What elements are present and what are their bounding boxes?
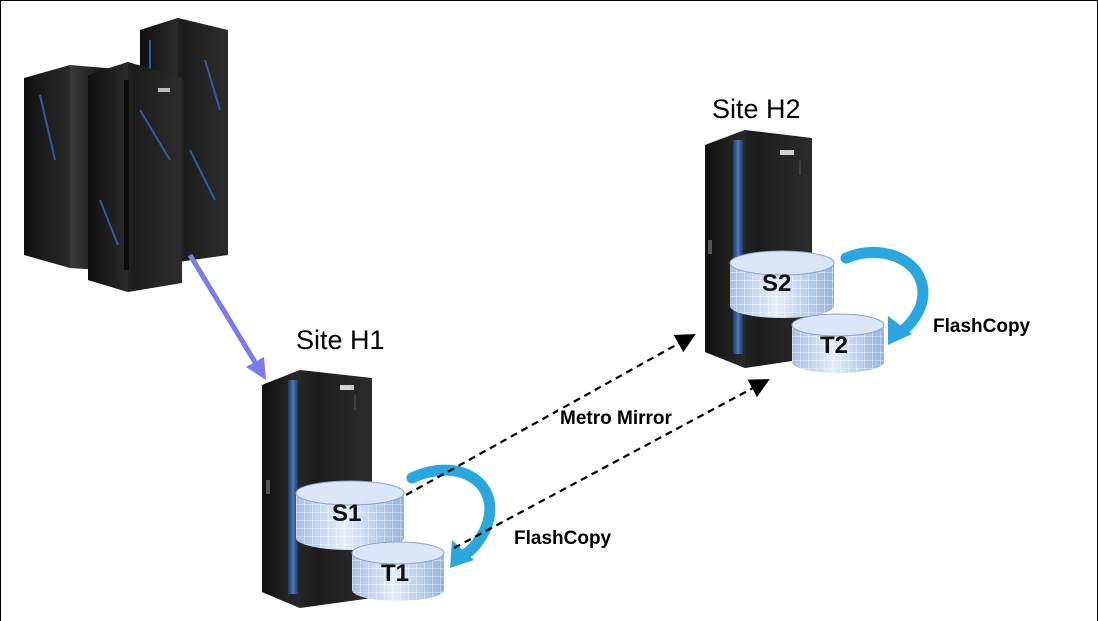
host-to-site-h1-arrow bbox=[187, 253, 266, 380]
site-h1-label: Site H1 bbox=[296, 325, 385, 355]
metro-mirror-label: Metro Mirror bbox=[558, 408, 674, 430]
volume-s2-icon bbox=[729, 250, 835, 318]
volume-s1-icon bbox=[295, 480, 405, 550]
volume-s1-label: S1 bbox=[332, 500, 362, 527]
mainframe-server-icon bbox=[24, 18, 228, 292]
ibm-logo-h1: IBM bbox=[340, 386, 351, 392]
volume-t1-icon bbox=[351, 541, 445, 601]
flashcopy-h2-label: FlashCopy bbox=[933, 316, 1031, 337]
site-h2-label: Site H2 bbox=[712, 94, 801, 124]
ibm-logo-h2: IBM bbox=[781, 151, 792, 157]
volume-s2-label: S2 bbox=[762, 270, 792, 297]
volume-t2-label: T2 bbox=[820, 332, 849, 359]
metro-mirror-links bbox=[405, 334, 770, 549]
volume-t1-label: T1 bbox=[381, 560, 410, 587]
flashcopy-h2-arrow-icon bbox=[840, 247, 929, 345]
flashcopy-h1-label: FlashCopy bbox=[514, 528, 612, 549]
volume-t2-icon bbox=[791, 313, 885, 373]
